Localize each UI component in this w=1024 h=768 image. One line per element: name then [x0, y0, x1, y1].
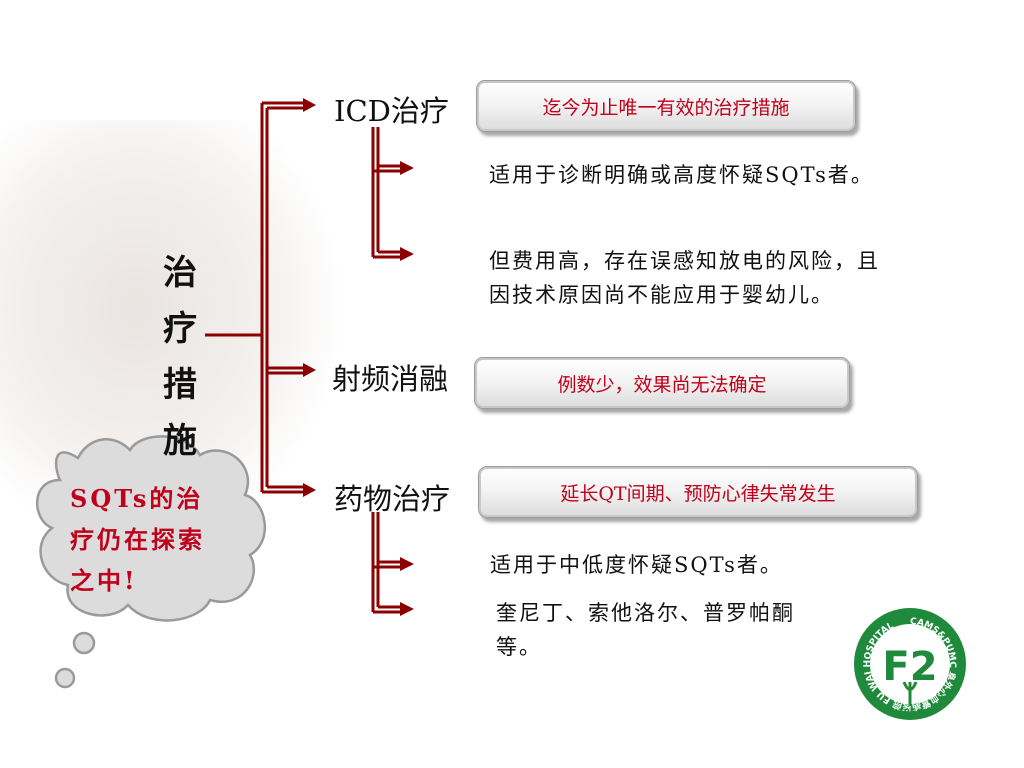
drug-heading: 药物治疗 [334, 482, 451, 516]
hospital-logo: CAMS&PUMC 阜外心血管病医院 FU WAI HOSPITAL F2 19… [852, 602, 968, 750]
icd-summary-box: 迄今为止唯一有效的治疗措施 [476, 80, 856, 132]
ablation-summary-text: 例数少，效果尚无法确定 [557, 373, 767, 396]
page-title: 治疗措施 [163, 253, 197, 461]
ablation-summary-box: 例数少，效果尚无法确定 [474, 357, 850, 409]
icd-heading: ICD治疗 [334, 94, 449, 128]
icd-summary-text: 迄今为止唯一有效的治疗措施 [542, 96, 790, 119]
icd-detail-1: 适用于诊断明确或高度怀疑SQTs者。 [489, 163, 874, 187]
icd-detail-2: 但费用高，存在误感知放电的风险，且因技术原因尚不能应用于婴幼儿。 [489, 249, 880, 307]
cloud-note: SQTs的治疗仍在探索之中! [70, 484, 205, 595]
drug-detail-2: 奎尼丁、索他洛尔、普罗帕酮等。 [496, 601, 795, 659]
ablation-heading: 射频消融 [332, 362, 449, 396]
drug-detail-1: 适用于中低度怀疑SQTs者。 [490, 553, 783, 577]
drug-summary-text: 延长QT间期、预防心律失常发生 [560, 482, 836, 505]
drug-summary-box: 延长QT间期、预防心律失常发生 [478, 466, 918, 518]
logo-year: 1956 [897, 708, 922, 718]
